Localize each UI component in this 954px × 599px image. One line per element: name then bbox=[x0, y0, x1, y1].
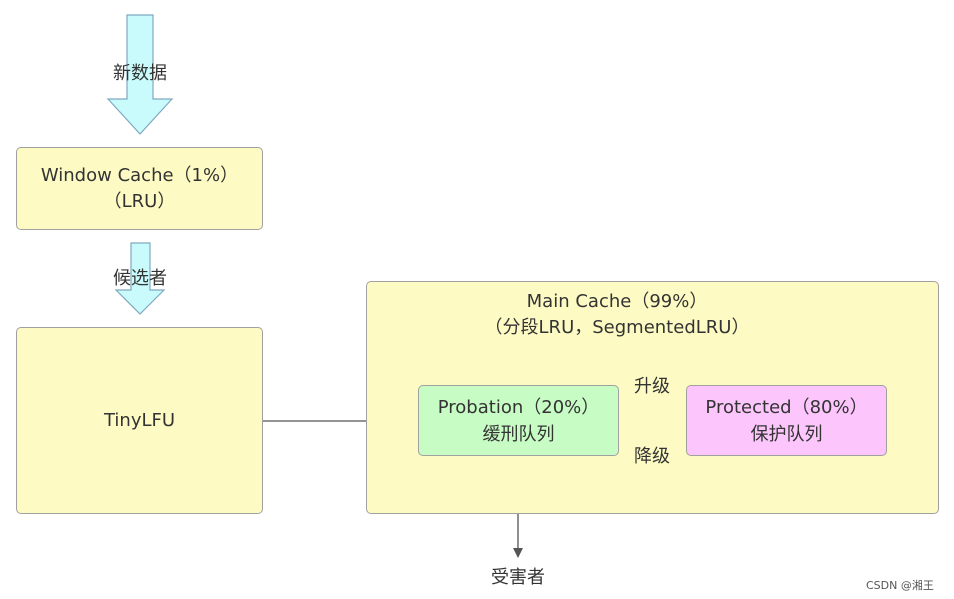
victim-label: 受害者 bbox=[491, 567, 545, 588]
protected-box bbox=[686, 385, 887, 456]
protected-title: Protected（80%） bbox=[705, 397, 868, 418]
new-data-label: 新数据 bbox=[113, 63, 167, 84]
tinylfu-label: TinyLFU bbox=[103, 410, 176, 431]
probation-title: Probation（20%） bbox=[437, 397, 600, 418]
window-cache-box bbox=[16, 147, 263, 230]
new-data-arrow bbox=[106, 14, 174, 135]
main-cache-subtitle: （分段LRU，SegmentedLRU） bbox=[484, 317, 750, 338]
watermark: CSDN @湘王 bbox=[866, 579, 934, 592]
window-cache-title: Window Cache（1%） bbox=[40, 165, 239, 186]
probation-box bbox=[418, 385, 619, 456]
window-cache-subtitle: （LRU） bbox=[103, 191, 176, 212]
tinylfu-box bbox=[16, 327, 263, 514]
candidate-label: 候选者 bbox=[113, 268, 167, 289]
probation-subtitle: 缓刑队列 bbox=[482, 424, 555, 445]
protected-subtitle: 保护队列 bbox=[750, 424, 823, 445]
promote-label: 升级 bbox=[634, 376, 670, 397]
candidate-arrow bbox=[114, 242, 166, 315]
demote-label: 降级 bbox=[634, 446, 670, 467]
main-cache-title: Main Cache（99%） bbox=[526, 291, 708, 312]
